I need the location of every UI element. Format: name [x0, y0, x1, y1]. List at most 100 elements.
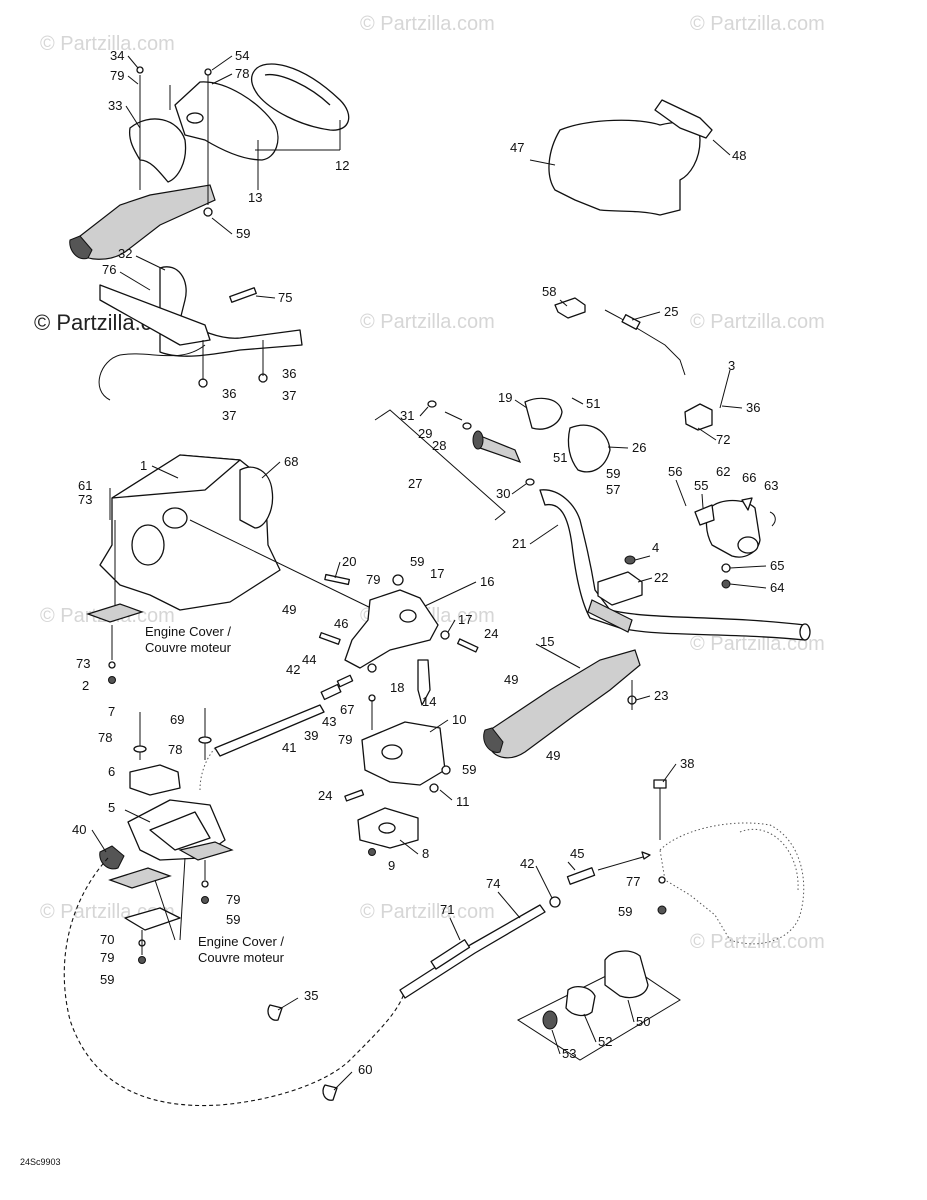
- handlebar: [539, 489, 806, 641]
- callout: 79: [338, 732, 352, 747]
- cover-bolt-hole: [186, 112, 204, 124]
- callout: 73: [78, 492, 92, 507]
- washer-78b: [198, 736, 212, 744]
- callout: 76: [102, 262, 116, 277]
- callout: 1: [140, 458, 147, 473]
- callout: 46: [334, 616, 348, 631]
- pulley-68: [239, 466, 274, 529]
- fitting-assembly: [516, 950, 681, 1061]
- callout: 4: [652, 540, 659, 555]
- handle-cover-assembly: [69, 63, 350, 260]
- bushing-11b: [441, 765, 451, 775]
- nut-59e: [657, 905, 667, 915]
- callout: 74: [486, 876, 500, 891]
- watermark: © Partzilla.com: [360, 901, 495, 923]
- callout: 73: [76, 656, 90, 671]
- fitting-52: [565, 985, 596, 1017]
- watermark: © Partzilla.com: [360, 311, 495, 333]
- cable-end-42: [320, 683, 342, 701]
- callout: 24: [318, 788, 332, 803]
- top-cover-47: [529, 99, 731, 216]
- clip-58: [554, 297, 586, 319]
- clamp-6: [129, 764, 181, 796]
- callout: 23: [654, 688, 668, 703]
- watermark: © Partzilla.com: [690, 13, 825, 35]
- callout: 36: [746, 400, 760, 415]
- callout: 42: [286, 662, 300, 677]
- cable-path: [199, 747, 216, 791]
- callout: 49: [546, 748, 560, 763]
- clip-72-assembly: [684, 369, 731, 431]
- handlebar-21: [539, 489, 811, 641]
- callout: 10: [452, 712, 466, 727]
- clamp-60: [322, 1084, 338, 1101]
- callout: 28: [432, 438, 446, 453]
- callout: 17: [430, 566, 444, 581]
- arm-16: [344, 589, 439, 669]
- arrow: [179, 857, 186, 941]
- callout: 79: [110, 68, 124, 83]
- cap-19: [524, 397, 563, 430]
- callouts: 34 79 54 78 33 12 13 59 47 48 32 76 75 3…: [72, 48, 784, 1077]
- callout: 79: [366, 572, 380, 587]
- callout: 65: [770, 558, 784, 573]
- washer-79b: [201, 880, 209, 888]
- cable-rod: [214, 704, 325, 757]
- callout: 33: [108, 98, 122, 113]
- throttle-cable-25: [554, 297, 686, 376]
- grip-end-28: [472, 430, 484, 450]
- callout: 30: [496, 486, 510, 501]
- leader: [719, 369, 731, 409]
- cushion-inner: [264, 73, 331, 106]
- callout: 38: [680, 756, 694, 771]
- screw-54: [204, 68, 212, 76]
- callout: 59: [100, 972, 114, 987]
- cable-71: [399, 904, 546, 999]
- callout: 68: [284, 454, 298, 469]
- bolt-44: [336, 674, 354, 688]
- nut-9: [368, 848, 376, 856]
- housing-62: [694, 497, 776, 589]
- callout: 49: [282, 602, 296, 617]
- bolt-24b: [344, 789, 365, 802]
- grip-27: [477, 434, 522, 464]
- bushing-11: [429, 783, 439, 793]
- link-14: [417, 659, 431, 706]
- nozzle-assembly: [653, 779, 805, 945]
- callout: 27: [408, 476, 422, 491]
- callout: 40: [72, 822, 86, 837]
- pad: [86, 603, 144, 623]
- clamp: [597, 571, 643, 606]
- nozzle: [659, 822, 805, 945]
- callout: 56: [668, 464, 682, 479]
- callout: 48: [732, 148, 746, 163]
- callout: 59: [606, 466, 620, 481]
- watermark: © Partzilla.com: [690, 311, 825, 333]
- washer-28: [462, 422, 472, 430]
- block-10: [361, 721, 446, 786]
- leader: [529, 159, 556, 166]
- stem-15: [489, 649, 641, 759]
- nut-53: [542, 1010, 558, 1030]
- callout: 43: [322, 714, 336, 729]
- callout: 69: [170, 712, 184, 727]
- callout: 36: [282, 366, 296, 381]
- callout: 13: [248, 190, 262, 205]
- pad-3: [178, 841, 234, 861]
- callout: 11: [456, 794, 470, 809]
- callout: 29: [418, 426, 432, 441]
- callout-leaders: [91, 55, 767, 1091]
- callout: 50: [636, 1014, 650, 1029]
- engine-housing-1: [86, 454, 376, 684]
- callout: 5: [108, 800, 115, 815]
- callout: 37: [282, 388, 296, 403]
- callout: 37: [222, 408, 236, 423]
- arrow: [154, 879, 176, 941]
- pad-2: [108, 867, 172, 889]
- callout: 34: [110, 48, 124, 63]
- callout: 58: [542, 284, 556, 299]
- callout: 8: [422, 846, 429, 861]
- block-bore: [381, 744, 403, 760]
- arm-hole: [399, 609, 417, 623]
- callout: 16: [480, 574, 494, 589]
